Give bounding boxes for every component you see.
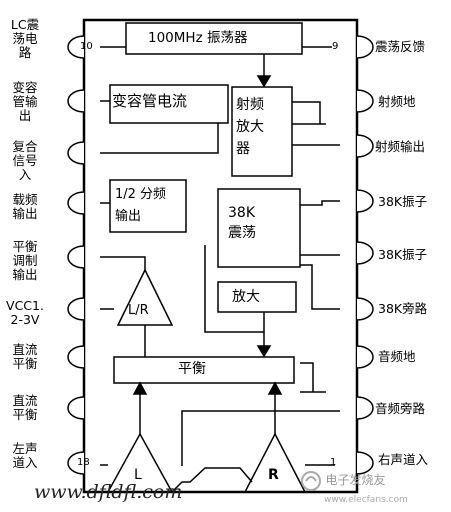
brand-name: 电子发烧友 bbox=[325, 473, 386, 487]
pin-label-left-in: 左声 道入 bbox=[12, 441, 38, 470]
label-rf-amp: 射频 放大 器 bbox=[236, 97, 264, 157]
pin-label-rf-ground: 射频地 bbox=[378, 94, 416, 109]
watermark-brand: 电子发烧友 www.elecfans.com bbox=[300, 470, 450, 505]
block-divider bbox=[109, 179, 187, 233]
pin-label-varactor-out: 变容 管输 出 bbox=[12, 80, 38, 123]
brand-logo-icon bbox=[301, 471, 321, 491]
pin-number-10: 10 bbox=[80, 41, 93, 52]
pin-label-carrier-out: 载频 输出 bbox=[12, 192, 38, 221]
pin-number-9: 9 bbox=[332, 41, 339, 52]
pin-label-dc-balance-1: 直流 平衡 bbox=[12, 342, 38, 371]
right-pins bbox=[356, 35, 374, 475]
pin-label-38k-bypass: 38K旁路 bbox=[378, 301, 428, 316]
label-divider: 1/2 分频 输出 bbox=[115, 187, 167, 224]
label-100mhz-oscillator: 100MHz 振荡器 bbox=[148, 30, 248, 46]
label-balance: 平衡 bbox=[178, 361, 206, 377]
pin-label-audio-bypass: 音频旁路 bbox=[375, 401, 426, 416]
pin-label-lc-osc: LC震 荡电 路 bbox=[10, 17, 40, 60]
pin-label-audio-ground: 音频地 bbox=[378, 349, 416, 364]
left-pins bbox=[67, 35, 85, 475]
block-right-amp-triangle bbox=[243, 432, 307, 493]
label-38k-osc: 38K 震荡 bbox=[228, 205, 256, 241]
label-lr: L/R bbox=[128, 303, 149, 318]
label-right-amp: R bbox=[268, 467, 279, 483]
pin-label-38k-crystal-1: 38K振子 bbox=[378, 194, 428, 209]
brand-url: www.elecfans.com bbox=[324, 495, 408, 505]
pin-label-balanced-mod-out: 平衡 调制 输出 bbox=[12, 239, 38, 282]
block-38k-osc bbox=[217, 188, 301, 268]
watermark-site: www.dfldfl.com bbox=[34, 481, 183, 503]
block-left-amp-triangle bbox=[106, 432, 174, 493]
pin-label-38k-crystal-2: 38K振子 bbox=[378, 247, 428, 262]
label-varactor: 变容管电流 bbox=[112, 92, 188, 110]
block-rf-amp bbox=[231, 86, 293, 177]
chip-outline bbox=[82, 18, 359, 494]
pin-label-rf-out: 射频输出 bbox=[375, 139, 426, 154]
block-100mhz-oscillator bbox=[125, 22, 303, 55]
label-left-amp: L bbox=[134, 467, 142, 483]
block-amp bbox=[217, 281, 297, 313]
label-amp: 放大 bbox=[232, 289, 260, 305]
pin-label-right-in: 右声道入 bbox=[378, 452, 429, 467]
pin-label-composite-in: 复合 信号 入 bbox=[12, 139, 38, 182]
pin-label-osc-feedback: 震荡反馈 bbox=[375, 39, 426, 54]
pin-label-vcc: VCC1. 2-3V bbox=[6, 298, 44, 327]
pin-number-18: 18 bbox=[77, 457, 90, 468]
block-varactor bbox=[109, 84, 229, 124]
block-balance bbox=[113, 356, 295, 384]
pin-label-dc-balance-2: 直流 平衡 bbox=[12, 393, 38, 422]
pin-number-1: 1 bbox=[330, 457, 337, 468]
